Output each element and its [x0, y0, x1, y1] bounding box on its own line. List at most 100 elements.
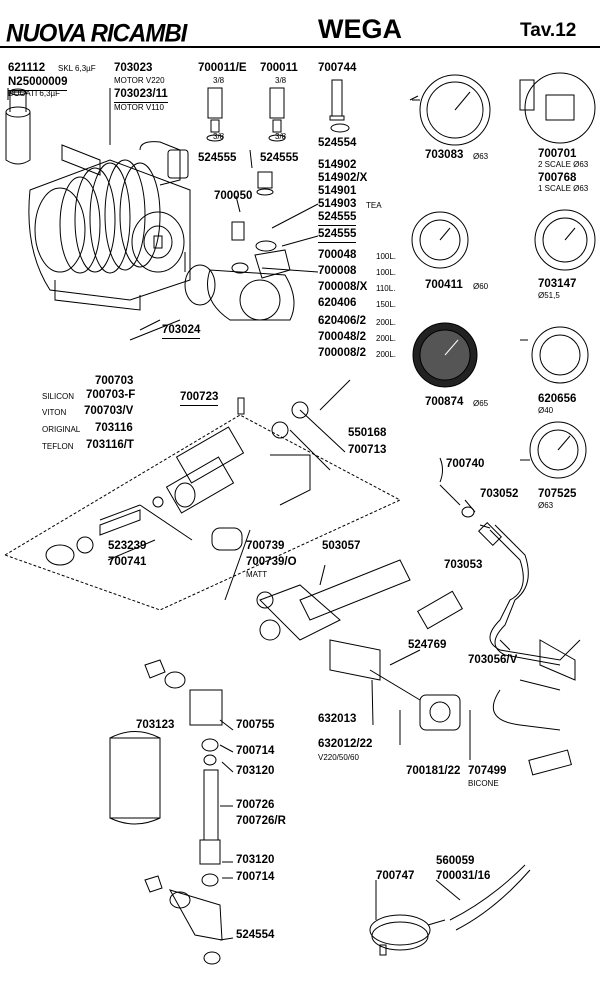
label-700008: 700008 [318, 265, 357, 277]
label-thread-c: 3/8 [213, 132, 225, 141]
label-523239: 523239 [108, 540, 147, 552]
label-703147: 703147 [538, 278, 577, 290]
label-700031-16: 700031/16 [436, 870, 491, 882]
label-550168: 550168 [348, 427, 387, 439]
label-560059: 560059 [436, 855, 475, 867]
label-703052: 703052 [480, 488, 519, 500]
label-620406: 620406 [318, 297, 357, 309]
label-524555-d: 524555 [318, 228, 357, 243]
valve-assembly-drawing [3, 379, 475, 611]
label-703053: 703053 [444, 559, 483, 571]
label-700048-2-note: 200L. [376, 334, 397, 343]
label-703120-b: 703120 [236, 854, 275, 866]
label-700714-a: 700714 [236, 745, 275, 757]
label-700703F: 700703-F [86, 389, 136, 401]
label-700739O: 700739/O [246, 556, 297, 568]
label-524769: 524769 [408, 639, 447, 651]
label-700741: 700741 [108, 556, 147, 568]
label-620406-2: 620406/2 [318, 315, 366, 327]
label-700755: 700755 [236, 719, 275, 731]
label-700739: 700739 [246, 540, 285, 552]
valve-body-drawing [211, 527, 464, 731]
label-700008-note: 100L. [376, 268, 397, 277]
label-700744: 700744 [318, 62, 357, 74]
label-620656: 620656 [538, 393, 577, 405]
label-700011E: 700011/E [198, 62, 247, 74]
label-700713: 700713 [348, 444, 387, 456]
label-viton-prefix: VITON [42, 408, 67, 417]
label-703116: 703116 [95, 422, 133, 434]
label-700703: 700703 [95, 375, 134, 387]
label-original-prefix: ORIGINAL [42, 425, 81, 434]
label-503057: 503057 [322, 540, 361, 552]
label-700874-note: Ø65 [473, 399, 489, 408]
label-700726R: 700726/R [236, 815, 286, 827]
label-700747: 700747 [376, 870, 415, 882]
label-621112: 621112 [8, 62, 46, 74]
label-700701: 700701 [538, 148, 577, 160]
label-700050: 700050 [214, 190, 253, 202]
label-N25000009-note: DUCATI 6,3µF [8, 89, 61, 98]
label-620406-2-note: 200L. [376, 318, 397, 327]
label-teflon-prefix: TEFLON [42, 442, 74, 451]
header-table-number: Tav.12 [520, 20, 577, 41]
label-632012-22-note: V220/50/60 [318, 753, 359, 762]
label-700768-note: 1 SCALE Ø63 [538, 184, 589, 193]
label-700740: 700740 [446, 458, 485, 470]
label-700714-b: 700714 [236, 871, 275, 883]
label-707525: 707525 [538, 488, 577, 500]
label-700008-2-note: 200L. [376, 350, 397, 359]
header-brand: WEGA [318, 14, 402, 44]
capacitor-drawing [5, 88, 31, 165]
label-700726: 700726 [236, 799, 275, 811]
label-700048: 700048 [318, 249, 357, 261]
clamp-drawing [369, 864, 531, 956]
pipe-column-drawing [109, 659, 223, 965]
label-524555-b: 524555 [260, 152, 299, 164]
label-700739O-note: MATT [246, 570, 268, 579]
label-514901: 514901 [318, 185, 357, 197]
label-thread-b: 3/8 [275, 76, 287, 85]
label-700048-2: 700048/2 [318, 331, 366, 343]
header-logo: NUOVA RICAMBI [6, 19, 187, 48]
label-524554-b: 524554 [236, 929, 275, 941]
label-632013: 632013 [318, 713, 357, 725]
label-703123: 703123 [136, 719, 175, 731]
label-703023-11-note: MOTOR V110 [114, 103, 164, 112]
label-514902X: 514902/X [318, 172, 368, 184]
label-700874: 700874 [425, 396, 464, 408]
gauges-drawing [409, 72, 596, 479]
label-700723: 700723 [180, 391, 219, 406]
label-620406-note: 150L. [376, 300, 397, 309]
label-524555-c: 524555 [318, 211, 357, 226]
label-703023-11: 703023/11 [114, 88, 168, 103]
label-700701-note: 2 SCALE Ø63 [538, 160, 589, 169]
label-700008X: 700008/X [318, 281, 368, 293]
fittings-top-drawing [206, 79, 350, 252]
label-707525-note: Ø63 [538, 501, 554, 510]
leader-lines [7, 88, 511, 941]
label-700703V: 700703/V [84, 405, 134, 417]
label-703023: 703023 [114, 62, 153, 74]
pump-motor-drawing [28, 141, 295, 321]
label-703023-note: MOTOR V220 [114, 76, 165, 85]
label-524554-a: 524554 [318, 137, 357, 149]
label-700048-note: 100L. [376, 252, 397, 261]
label-700008X-note: 110L. [376, 284, 396, 293]
label-514903-note: TEA [366, 201, 382, 210]
label-700008-2: 700008/2 [318, 347, 366, 359]
label-514902: 514902 [318, 159, 357, 171]
label-703116T: 703116/T [86, 439, 134, 451]
label-700411-note: Ø60 [473, 282, 489, 291]
label-707499: 707499 [468, 765, 507, 777]
label-700411: 700411 [425, 279, 463, 291]
label-632012-22: 632012/22 [318, 738, 373, 750]
label-514903: 514903 [318, 198, 357, 210]
label-703083-note: Ø63 [473, 152, 489, 161]
label-thread-a: 3/8 [213, 76, 225, 85]
label-silicon-prefix: SILICON [42, 392, 75, 401]
label-thread-d: 3/8 [275, 132, 287, 141]
label-703120-a: 703120 [236, 765, 275, 777]
label-620656-note: Ø40 [538, 406, 554, 415]
